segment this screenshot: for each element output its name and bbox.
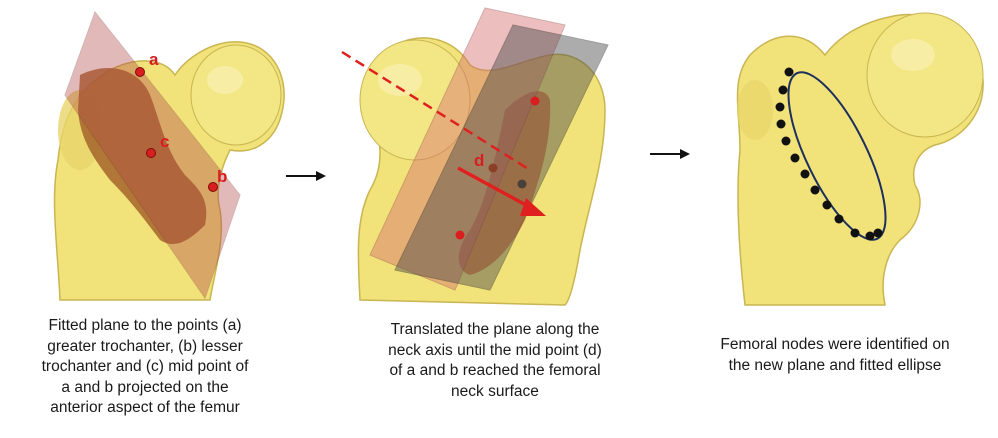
point-b [456,231,465,240]
caption-line: anterior aspect of the femur [10,398,280,419]
femur-illustration-2: d [330,0,630,310]
femoral-node [801,170,810,179]
caption-line: the new plane and fitted ellipse [690,356,980,377]
caption-line: trochanter and (c) mid point of [10,357,280,378]
caption-line: of a and b reached the femoral [360,361,630,382]
caption-line: a and b projected on the [10,378,280,399]
panel-2-translated-plane: d [330,0,630,310]
femoral-node [874,229,883,238]
femoral-node [791,154,800,163]
label-b: b [217,167,227,186]
point-a [531,97,540,106]
femoral-node [866,232,875,241]
caption-line: greater trochanter, (b) lesser [10,337,280,358]
femoral-node [835,215,844,224]
panel-1-fitted-plane: a c b [0,0,290,310]
femoral-head [867,13,983,137]
femoral-node [779,86,788,95]
femur-illustration-3 [715,0,998,310]
femoral-node [776,103,785,112]
caption-line: Femoral nodes were identified on [690,335,980,356]
label-d: d [474,151,484,170]
caption-panel-3: Femoral nodes were identified on the new… [690,335,980,376]
femoral-head [191,45,281,145]
point-d [489,164,498,173]
point-a [136,68,145,77]
caption-line: neck axis until the mid point (d) [360,341,630,362]
point-c [147,149,156,158]
femoral-node [782,137,791,146]
femoral-node [823,201,832,210]
femur-illustration-1: a c b [0,0,290,310]
femoral-node [785,68,794,77]
arrow-right-icon [648,146,693,162]
caption-line: Translated the plane along the [360,320,630,341]
caption-line: neck surface [360,382,630,403]
caption-panel-2: Translated the plane along the neck axis… [360,320,630,402]
femoral-node [851,229,860,238]
point-d-projected [518,180,527,189]
label-c: c [160,132,169,151]
label-a: a [149,50,159,69]
femoral-node [811,186,820,195]
caption-panel-1: Fitted plane to the points (a) greater t… [10,316,280,419]
caption-line: Fitted plane to the points (a) [10,316,280,337]
arrow-right-icon [284,168,329,184]
panel-3-fitted-ellipse [715,0,998,310]
femoral-node [777,120,786,129]
